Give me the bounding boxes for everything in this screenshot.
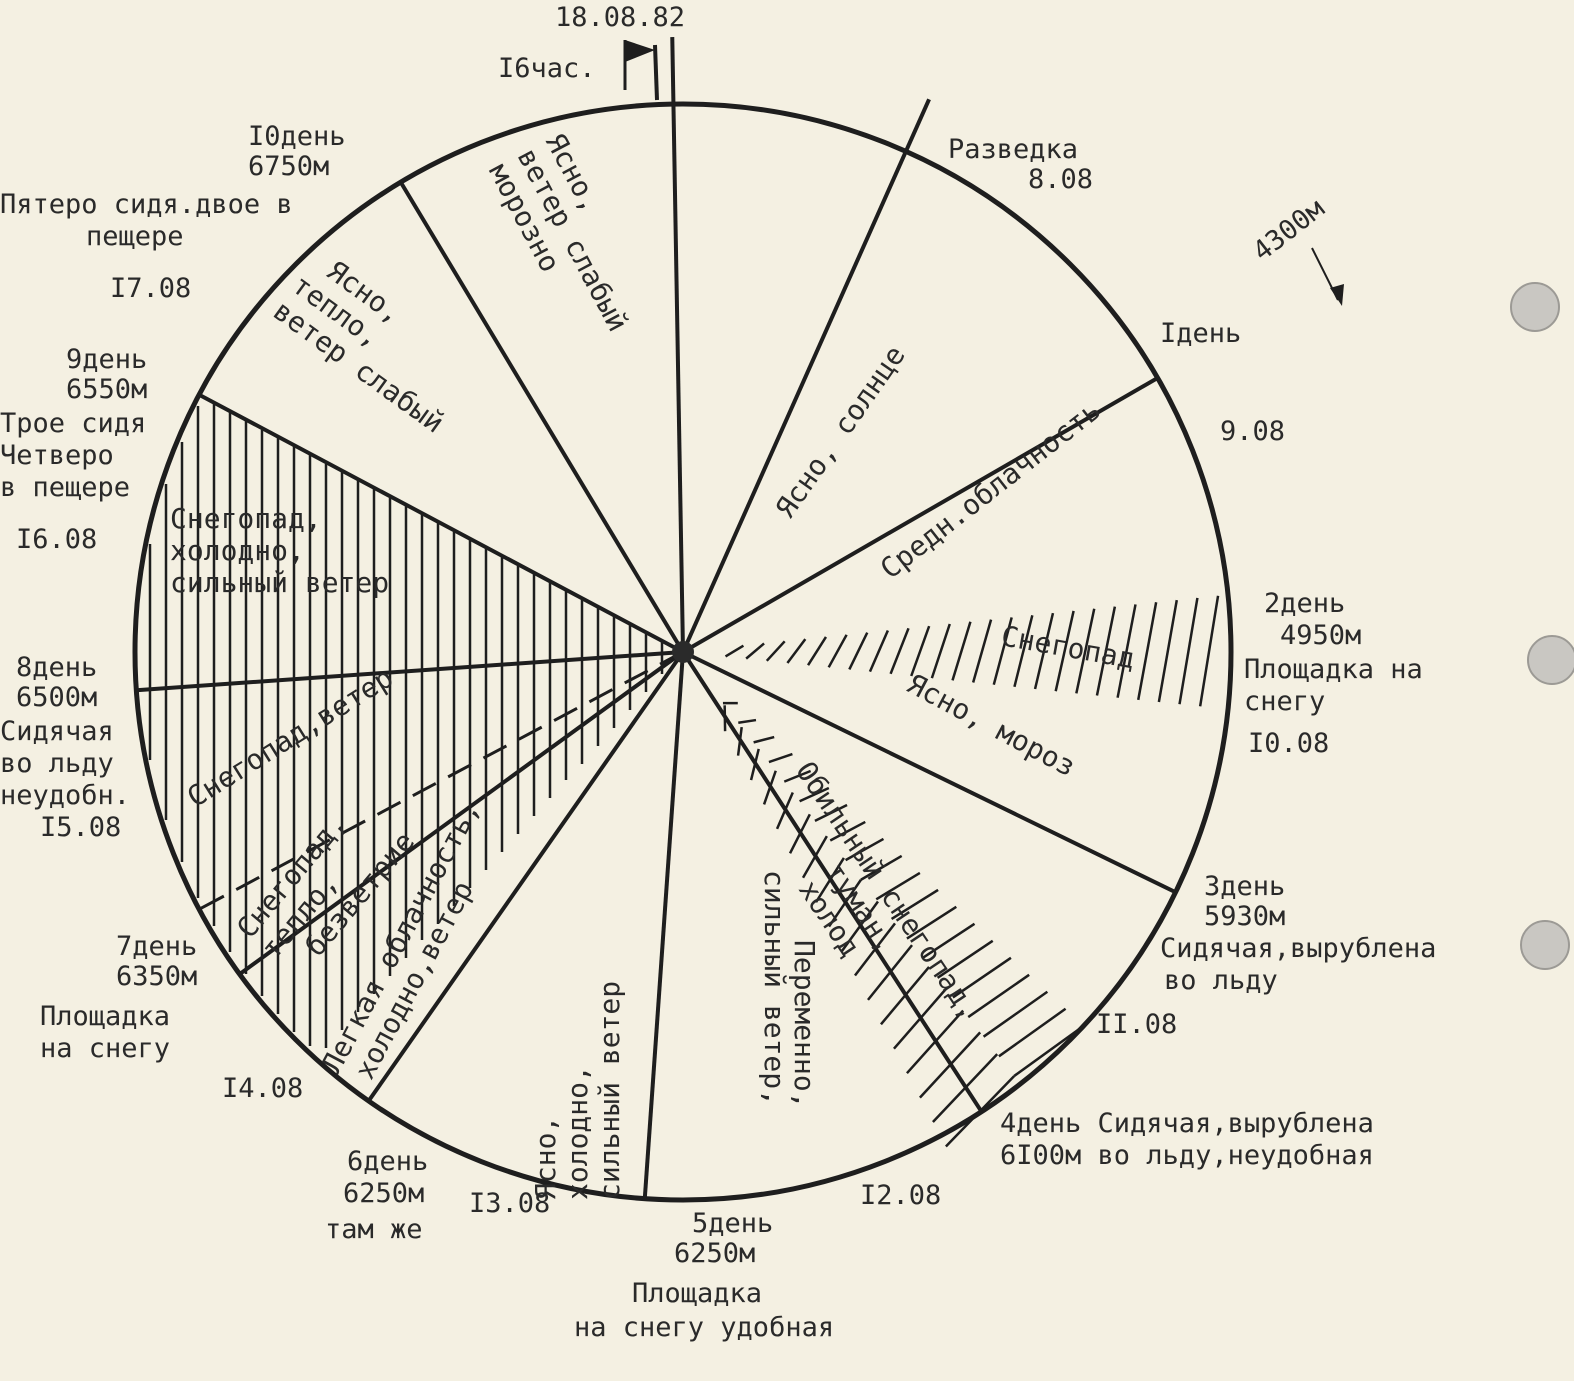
altitude-marker: 4300м [1247, 193, 1344, 306]
hatch-line [844, 837, 885, 862]
hatch-line [992, 617, 1013, 685]
spoke-line [682, 650, 1177, 895]
spoke-line [238, 650, 685, 976]
hatch-line [738, 718, 757, 724]
hatch-line [1116, 604, 1137, 698]
hatch-line [827, 634, 848, 668]
hatch-line [783, 769, 812, 783]
spoke-line [681, 376, 1159, 654]
center-hub [672, 641, 694, 663]
binder-hole [1510, 282, 1560, 332]
hatch-line [1033, 612, 1055, 690]
hatch-line [889, 627, 910, 675]
hatch-line [930, 623, 951, 679]
radial-label-day8: 8день 6500м Сидячая во льду неудобн. I5.… [0, 652, 146, 843]
sector-label-s6: Переменно, сильный ветер, [758, 870, 821, 1125]
hatch-line [724, 644, 745, 658]
flag-icon [623, 40, 659, 101]
radial-label-day5: 5день 6250м Площадка на снегу удобная [574, 1208, 834, 1343]
hatch-line [848, 632, 869, 671]
spoke-line [198, 392, 684, 654]
hatch-line [753, 735, 775, 744]
hatch-line [745, 642, 765, 660]
hatch-line [807, 636, 828, 666]
radial-label-start: Разведка 8.08 [948, 134, 1094, 195]
sector-label-s7: Ясно, холодно, сильный ветер [529, 981, 626, 1200]
summit-date: 18.08.82 [555, 2, 685, 33]
hatch-line [786, 638, 807, 664]
spoke-line [367, 650, 685, 1103]
hatch-line [906, 905, 957, 940]
sector-label-s13: Ясно, ветер слабый морозно [482, 128, 671, 367]
sector-label-s11: Снегопад, холодно, сильный ветер [170, 502, 389, 599]
radial-label-day4: 4день Сидячая,вырублена 6I00м во льду,не… [860, 1108, 1390, 1211]
spoke-line [670, 37, 685, 653]
hatch-line [1157, 599, 1179, 703]
sector-label-s2: Средн.облачность [874, 393, 1107, 585]
radial-labels: Разведка 8.08 Iдень 9.08 2день 4950м Пло… [0, 121, 1453, 1343]
sector-label-s1: Ясно, солнце [769, 339, 912, 524]
diagram-circle [132, 101, 1234, 1203]
radial-label-day2: 2день 4950м Площадка на снегу I0.08 [1244, 588, 1439, 759]
binder-hole [1520, 920, 1570, 970]
hatch-line [1198, 595, 1220, 707]
hatch-line [971, 619, 993, 683]
hatch-line [765, 640, 786, 662]
radial-label-day6: 6день 6250м там же I3.08 [325, 1146, 550, 1245]
spoke-line [681, 98, 931, 653]
hatch-line [936, 939, 994, 979]
hatch-line [868, 629, 890, 673]
hatch-line [890, 888, 939, 921]
hatch-line [921, 922, 976, 960]
hatch-line [967, 973, 1030, 1019]
hatch-line [829, 820, 866, 842]
sector-labels: Ясно, солнце Средн.облачность Снегопад Я… [170, 128, 1137, 1200]
radial-label-day7: 7день 6350м Площадка на снегу I4.08 [40, 931, 303, 1104]
hatch-line [982, 990, 1049, 1038]
spoke-line [681, 650, 984, 1113]
radial-label-day9: 9день 6550м Трое сидя Четверо в пещере I… [0, 344, 164, 555]
dashed-spoke [198, 650, 684, 911]
hatch-line [1013, 1024, 1085, 1077]
hatch-line [875, 871, 921, 901]
radial-label-day1: Iдень 9.08 [1160, 318, 1285, 447]
header-block: 18.08.82 I6час. [498, 2, 685, 84]
hatch-line [952, 956, 1012, 999]
hatch-line [951, 621, 972, 681]
altitude-label: 4300м [1247, 193, 1330, 267]
hatch-line [814, 803, 848, 822]
hatch-line [1075, 608, 1096, 694]
hatch-line [1178, 597, 1199, 705]
hatch-line [1013, 614, 1034, 688]
hatch-line [860, 854, 903, 881]
hatch-line [768, 752, 793, 764]
spoke-lines [136, 37, 1177, 1199]
dashed-line-layer [198, 650, 684, 911]
spoke-line [136, 650, 684, 693]
hatch-line [1137, 602, 1158, 701]
sector-label-s4: Ясно, мороз [902, 667, 1081, 783]
binder-holes [1510, 282, 1574, 970]
hatch-line [1095, 606, 1117, 696]
binder-hole [1527, 635, 1574, 685]
summit-time: I6час. [498, 53, 596, 84]
hatch-line [1054, 610, 1075, 692]
hatch-line [998, 1007, 1067, 1058]
radial-label-day3: 3день 5930м Сидячая,вырублена во льду II… [1096, 871, 1453, 1040]
spoke-line [642, 651, 685, 1199]
spoke-line [399, 181, 685, 654]
hatch-line [910, 625, 931, 677]
hatch-line [799, 786, 830, 803]
radial-label-day10: I0день 6750м Пятеро сидя.двое в пещере I… [0, 121, 362, 304]
